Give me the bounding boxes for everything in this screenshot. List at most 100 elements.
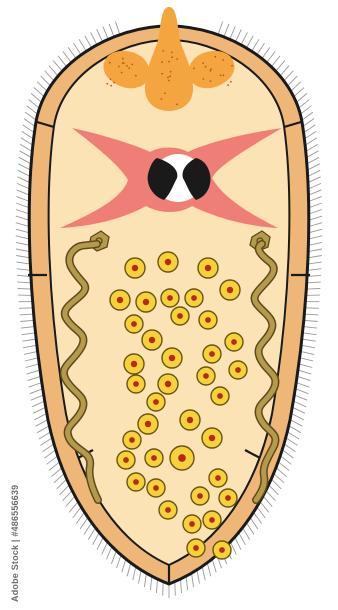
cilium — [20, 144, 32, 151]
cilium — [19, 308, 33, 309]
cilium — [300, 106, 311, 115]
germ-cell-icon — [136, 292, 156, 312]
cilium — [257, 507, 266, 518]
cilium — [297, 376, 310, 380]
cilium — [260, 502, 269, 513]
cilium — [294, 88, 304, 97]
cilium — [144, 573, 146, 587]
cilium — [53, 61, 62, 72]
cilium — [79, 39, 86, 51]
cilium — [26, 364, 40, 368]
cilium — [19, 157, 31, 164]
watermark-text: Adobe Stock | #486556639 — [10, 485, 20, 602]
germ-cell-icon — [185, 289, 203, 307]
germ-cell-icon — [162, 348, 182, 368]
germ-cell-icon — [213, 541, 231, 559]
cilium — [29, 100, 40, 109]
germ-cell-icon — [127, 473, 145, 491]
cilium — [296, 383, 309, 388]
cilium — [68, 47, 76, 58]
cilium — [49, 462, 60, 471]
cilium — [97, 537, 103, 550]
cilium — [308, 249, 322, 252]
cilium — [102, 542, 108, 555]
cilium — [16, 196, 29, 201]
cilium — [290, 420, 302, 427]
cilium — [309, 216, 322, 220]
cilium — [267, 51, 275, 62]
cilium — [139, 570, 142, 584]
cilium — [60, 485, 70, 495]
cilium — [29, 383, 42, 388]
cilium — [235, 537, 241, 550]
cilium — [262, 47, 270, 58]
cilium — [47, 456, 58, 465]
cilium — [299, 100, 310, 109]
cilium — [266, 491, 276, 501]
germ-cell-icon — [117, 451, 135, 469]
cilium — [30, 389, 43, 394]
cilium — [306, 289, 320, 290]
germ-cell-icon — [138, 414, 158, 434]
cilium — [20, 151, 32, 158]
cilium — [306, 151, 318, 158]
cilium — [51, 468, 62, 477]
germ-cell-icon — [159, 501, 177, 519]
cilium — [45, 71, 55, 81]
cilium — [16, 256, 30, 258]
cilium — [293, 401, 306, 407]
germ-cell-icon — [142, 330, 162, 350]
cilium — [305, 138, 317, 146]
cilium — [25, 112, 36, 120]
cilium — [85, 36, 92, 48]
germ-cell-icon — [198, 258, 218, 278]
cilium — [274, 473, 284, 482]
cilium — [307, 164, 320, 170]
cilium — [294, 395, 307, 400]
cilium — [27, 370, 40, 374]
cilium — [18, 164, 31, 170]
cilium — [300, 351, 314, 354]
cilium — [254, 512, 262, 523]
cilium — [57, 479, 67, 489]
germ-cell-icon — [183, 515, 201, 533]
cilium — [308, 170, 321, 176]
apical-lobe-center — [146, 8, 192, 110]
cilium — [80, 517, 88, 529]
cilium — [117, 555, 122, 568]
germ-cell-icon — [124, 354, 144, 374]
cilium — [239, 533, 246, 545]
germ-cell-icon — [110, 290, 130, 310]
germ-cell-icon — [202, 428, 222, 448]
cilium — [16, 242, 30, 245]
cilium — [58, 56, 67, 67]
cilium — [16, 229, 29, 233]
cilium — [181, 579, 182, 593]
cilium — [212, 559, 216, 572]
cilium — [308, 262, 322, 264]
cilium — [307, 282, 321, 283]
germ-cell-icon — [125, 315, 143, 333]
cilium — [24, 119, 35, 127]
cilium — [296, 93, 307, 102]
cilium — [97, 29, 103, 42]
cilium — [23, 345, 37, 348]
cilium — [291, 82, 301, 92]
germ-cell-icon — [197, 367, 215, 385]
cilium — [301, 345, 315, 348]
cilium — [34, 413, 47, 419]
cilium — [271, 479, 281, 489]
cilium — [17, 190, 30, 195]
cilium — [289, 426, 301, 433]
cilium — [16, 210, 29, 215]
cilium — [28, 376, 41, 380]
cilium — [284, 71, 294, 81]
cilium — [157, 579, 158, 593]
cilium — [235, 29, 241, 42]
germ-cell-icon — [170, 446, 194, 470]
cilium — [303, 327, 317, 329]
cilium — [304, 131, 316, 139]
cilium — [43, 444, 55, 452]
cilium — [16, 216, 29, 220]
